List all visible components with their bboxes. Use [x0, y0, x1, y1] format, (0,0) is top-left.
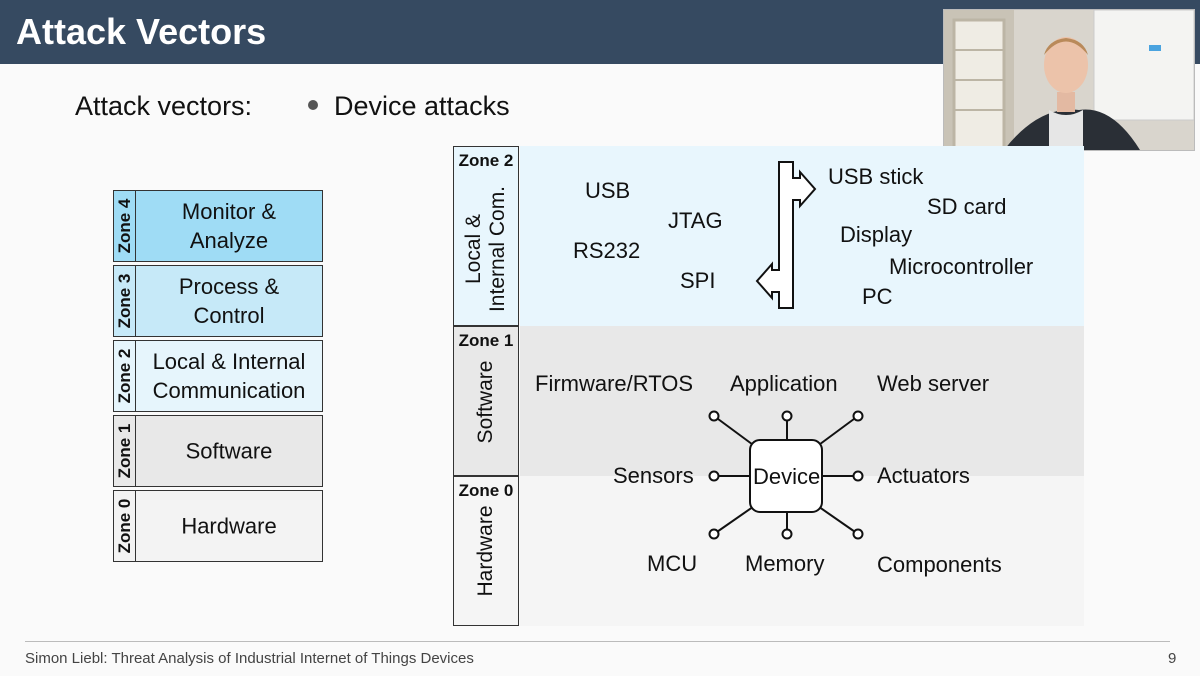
zone-label-line: Communication — [152, 378, 306, 403]
zone-label: Local & Internal Communication — [136, 347, 322, 405]
zone-label-line: Monitor & — [181, 199, 277, 224]
hardware-label-mcu: MCU — [647, 551, 698, 576]
slide-title: Attack Vectors — [16, 11, 267, 52]
zone-tag: Zone 2 — [114, 341, 136, 411]
zone-1-box: Zone 1 Software — [113, 415, 323, 487]
bullet-dot-icon — [308, 99, 318, 110]
zone-0-box: Zone 0 Hardware — [113, 490, 323, 562]
zone-1-column: Zone 1 Software — [453, 326, 519, 476]
zone-label-line: Analyze — [189, 228, 269, 253]
peripheral-label-microcontroller: Microcontroller — [889, 254, 1034, 279]
sensors-label: Sensors — [613, 463, 694, 488]
bullet-device-attacks: Device attacks — [308, 90, 510, 122]
webcam-video — [943, 9, 1195, 151]
zone-label: Hardware — [181, 513, 277, 539]
zone-label-line: Control — [193, 303, 265, 328]
footer-text: Simon Liebl: Threat Analysis of Industri… — [25, 650, 474, 667]
comm-label-rs232: RS232 — [573, 238, 641, 263]
device-box — [749, 439, 823, 513]
comm-label-jtag: JTAG — [668, 208, 723, 233]
zone-3-box: Zone 3 Process & Control — [113, 265, 323, 337]
peripheral-label-sd-card: SD card — [927, 194, 1007, 219]
comm-label-usb: USB — [585, 178, 631, 203]
software-label-web-server: Web server — [877, 371, 990, 396]
peripheral-label-display: Display — [840, 222, 913, 247]
bidirectional-arrow-icon — [755, 161, 817, 309]
zone-0-column: Zone 0 Hardware — [453, 476, 519, 626]
zone-label: Monitor & Analyze — [136, 197, 322, 255]
hardware-label-memory: Memory — [745, 551, 825, 576]
zone-tag: Zone 0 — [114, 491, 136, 561]
page-number: 9 — [1168, 650, 1177, 667]
zone-2-column: Zone 2 Local & Internal Com. — [453, 146, 519, 326]
zone-tag-label: Zone 1 — [458, 331, 514, 350]
zone-tag-label: Zone 2 — [458, 151, 514, 170]
software-label-application: Application — [730, 371, 838, 396]
peripheral-label-pc: PC — [862, 284, 893, 309]
zone-tag: Zone 1 — [114, 416, 136, 486]
peripheral-label-usb-stick: USB stick — [828, 164, 924, 189]
footer-divider — [25, 641, 1170, 642]
comm-label-spi: SPI — [680, 268, 716, 293]
device-label: Device — [753, 464, 821, 489]
actuators-label: Actuators — [877, 463, 970, 488]
attack-vectors-heading: Attack vectors: — [75, 91, 253, 121]
bullet-text: Device attacks — [334, 91, 510, 121]
zone-label: Process & Control — [136, 272, 322, 330]
zone-label-line: Local & Internal — [152, 349, 306, 374]
hardware-label-components: Components — [877, 552, 1002, 577]
software-label-firmware: Firmware/RTOS — [535, 371, 694, 396]
zone-tag: Zone 3 — [114, 266, 136, 336]
zone-tag-label: Zone 0 — [458, 481, 514, 500]
zone-label-line: Process & — [178, 274, 280, 299]
zone-label: Software — [185, 438, 273, 464]
zone-4-box: Zone 4 Monitor & Analyze — [113, 190, 323, 262]
zone-tag: Zone 4 — [114, 191, 136, 261]
zone-2-box: Zone 2 Local & Internal Communication — [113, 340, 323, 412]
